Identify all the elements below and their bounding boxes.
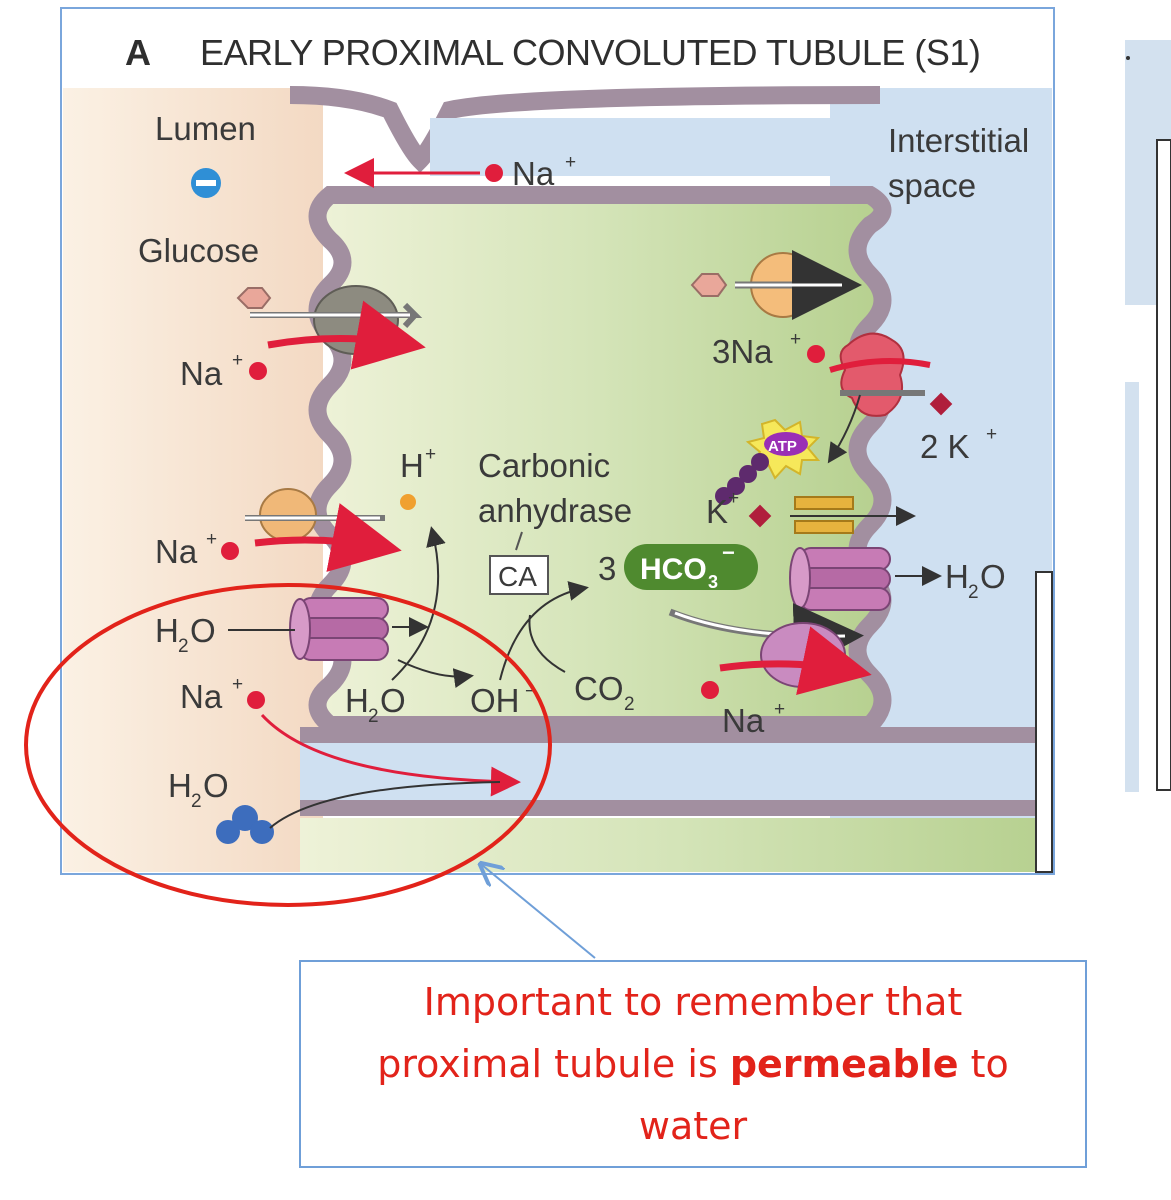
na-plus: + <box>774 699 785 720</box>
na-plus: + <box>790 329 801 350</box>
glucose-icon <box>690 273 728 297</box>
oh-minus: − <box>525 681 536 702</box>
glucose-label: Glucose <box>138 232 259 269</box>
h2o-sub: 2 <box>178 636 189 657</box>
sodium-ion <box>807 345 825 363</box>
hco3-minus: − <box>722 540 735 565</box>
sodium-ion <box>485 164 503 182</box>
potassium-ion <box>929 392 953 416</box>
proton-label: H <box>400 447 424 484</box>
glucose-icon <box>236 287 272 309</box>
callout-emphasis: permeable <box>729 1042 959 1086</box>
potassium-channel <box>794 496 854 534</box>
k-label: K <box>706 493 728 530</box>
na-label: Na <box>155 533 198 570</box>
bicarbonate-pill <box>624 544 758 590</box>
callout-line-1: Important to remember that <box>423 980 963 1024</box>
k-plus: + <box>728 488 739 509</box>
water-molecule-icon <box>216 805 274 844</box>
k-plus: + <box>986 424 997 445</box>
aquaporin-channel <box>289 597 389 661</box>
three-na-label: 3Na <box>712 333 773 370</box>
two-k-label: 2 K <box>920 428 970 465</box>
lumen-region <box>63 88 323 872</box>
na-label: Na <box>722 702 765 739</box>
sodium-ion <box>249 362 267 380</box>
bicarbonate-count: 3 <box>598 550 616 587</box>
h2o-label: H <box>945 558 969 595</box>
aquaporin-channel-basolateral <box>789 547 891 611</box>
na-plus: + <box>206 529 217 550</box>
nbc-transporter <box>760 622 846 688</box>
h2o-sub: 2 <box>968 582 979 603</box>
interstitial-label-2: space <box>888 167 976 204</box>
figure-title: EARLY PROXIMAL CONVOLUTED TUBULE (S1) <box>200 32 980 73</box>
carbonic-anhydrase-label-2: anhydrase <box>478 492 632 529</box>
na-plus: + <box>565 152 576 173</box>
na-plus: + <box>232 350 243 371</box>
h-plus: + <box>425 444 436 465</box>
hco3-sub: 3 <box>708 572 718 592</box>
sodium-ion <box>247 691 265 709</box>
h2o-label: H <box>155 612 179 649</box>
callout-text: Important to remember that proximal tubu… <box>377 971 1009 1157</box>
lumen-label: Lumen <box>155 110 256 147</box>
h2o-sub: 2 <box>368 706 379 727</box>
sodium-ion <box>701 681 719 699</box>
h2o-sub: 2 <box>191 791 202 812</box>
highlight-ellipse <box>24 583 552 907</box>
h2o-o: O <box>980 558 1006 595</box>
na-label: Na <box>180 678 223 715</box>
h2o-o: O <box>380 682 406 719</box>
callout-box: Important to remember that proximal tubu… <box>299 960 1087 1168</box>
na-label: Na <box>512 155 555 192</box>
paracellular-space <box>300 740 1052 800</box>
co2-sub: 2 <box>624 694 635 715</box>
atp-label: ATP <box>768 438 797 455</box>
panel-letter: A <box>125 32 151 73</box>
carbonic-anhydrase-label: Carbonic <box>478 447 610 484</box>
ca-box <box>489 555 549 595</box>
proton-icon <box>400 494 416 510</box>
h2o-label: H <box>168 767 192 804</box>
na-plus: + <box>232 674 243 695</box>
na-label: Na <box>180 355 223 392</box>
h2o-label: H <box>345 682 369 719</box>
figure-panel: A EARLY PROXIMAL CONVOLUTED TUBULE (S1) … <box>24 7 1055 907</box>
h2o-o: O <box>190 612 216 649</box>
callout-line-2-end: to <box>958 1042 1009 1086</box>
h2o-o: O <box>203 767 229 804</box>
hco3-label: HCO <box>640 553 707 586</box>
potassium-ion <box>748 504 772 528</box>
callout-line-2-start: proximal tubule is <box>377 1042 730 1086</box>
hydroxide-label: OH <box>470 682 520 719</box>
ca-label: CA <box>498 561 537 592</box>
co2-label: CO <box>574 670 624 707</box>
adjacent-slide-fragment <box>1035 40 1171 873</box>
sodium-ion <box>221 542 239 560</box>
interstitial-label: Interstitial <box>888 122 1029 159</box>
callout-pointer <box>482 865 596 959</box>
phosphate-chain <box>715 453 769 505</box>
callout-line-3: water <box>638 1104 748 1148</box>
